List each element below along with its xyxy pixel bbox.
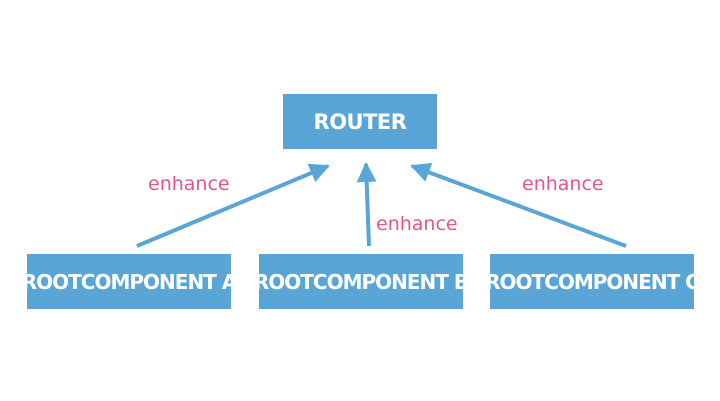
router-node: ROUTER — [283, 94, 437, 149]
edge-a-to-router — [136, 163, 330, 248]
edge-label-a: enhance — [148, 173, 230, 195]
rootcomponent-a-node: ROOTCOMPONENT A — [22, 254, 237, 309]
edge-label-b: enhance — [376, 213, 458, 235]
edge-b-to-router — [356, 162, 377, 247]
edge-label-c: enhance — [522, 173, 604, 195]
edge-c-to-router — [410, 162, 627, 248]
rootcomponent-b-node: ROOTCOMPONENT B — [254, 254, 469, 309]
rootcomponent-c-node: ROOTCOMPONENT C — [485, 254, 700, 309]
